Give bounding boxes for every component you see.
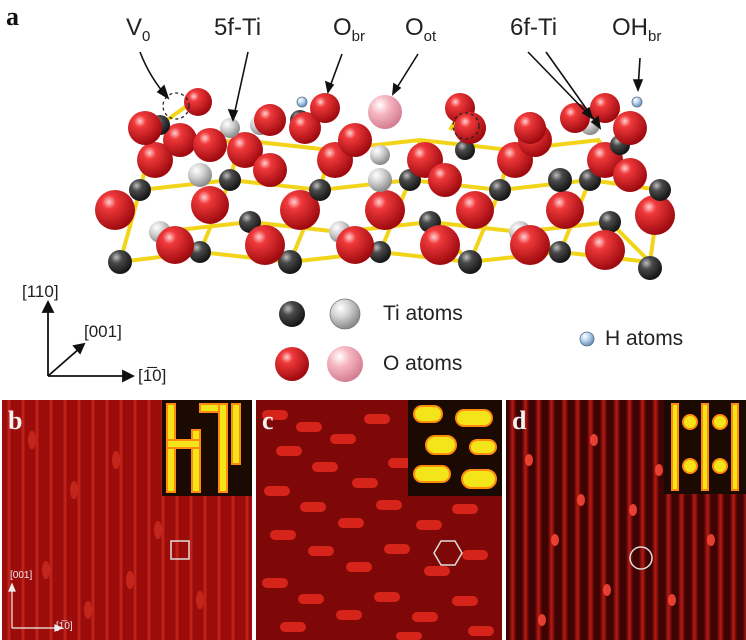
unit-cell-square [170, 540, 190, 560]
label-oh-br: OHbr [612, 14, 662, 45]
label-o-ot: Oot [405, 14, 437, 45]
legend-h-label: H atoms [605, 327, 684, 350]
label-v0: V0 [126, 14, 151, 45]
stm-image-d [506, 400, 746, 640]
panel-label-b: b [8, 406, 23, 435]
legend-o-pink [327, 346, 363, 382]
axis-label-001: [001] [84, 322, 122, 341]
h-atom [631, 96, 643, 108]
rutile-structure-model [95, 51, 675, 280]
stm-image-b [2, 400, 252, 640]
axis-label-110: [110] [22, 282, 59, 301]
crystal-axes [41, 299, 136, 383]
o-ontop-atom [368, 95, 402, 129]
callout-arrows [139, 51, 644, 130]
unit-cell-circle [629, 546, 653, 570]
unit-cell-hexagon [433, 540, 463, 566]
bridging-o-row [128, 88, 647, 162]
legend-o-red [275, 347, 309, 381]
ti-atoms-middle [129, 163, 671, 201]
vacancy-marker [452, 112, 480, 140]
panel-label-c: c [262, 406, 274, 435]
stm-axis-001: [001] [10, 570, 33, 581]
legend-o-label: O atoms [383, 352, 463, 375]
o-atoms-lower [95, 186, 675, 270]
label-o-br: Obr [333, 14, 366, 45]
panel-label-a: a [6, 2, 19, 31]
legend-atoms [275, 298, 595, 382]
label-5f-ti: 5f-Ti [214, 14, 262, 41]
stm-axis-1-10: [1̅0] [56, 621, 73, 632]
vacancy-marker [162, 92, 190, 120]
legend-ti-light [329, 298, 361, 330]
legend-ti-label: Ti atoms [383, 302, 463, 325]
axis-label-1-10: [1̅0] [138, 366, 167, 385]
legend-ti-dark [279, 301, 305, 327]
stm-image-c [256, 400, 502, 640]
panel-label-d: d [512, 406, 527, 435]
label-6f-ti: 6f-Ti [510, 14, 558, 41]
h-atom [296, 96, 308, 108]
legend-h [579, 331, 595, 347]
